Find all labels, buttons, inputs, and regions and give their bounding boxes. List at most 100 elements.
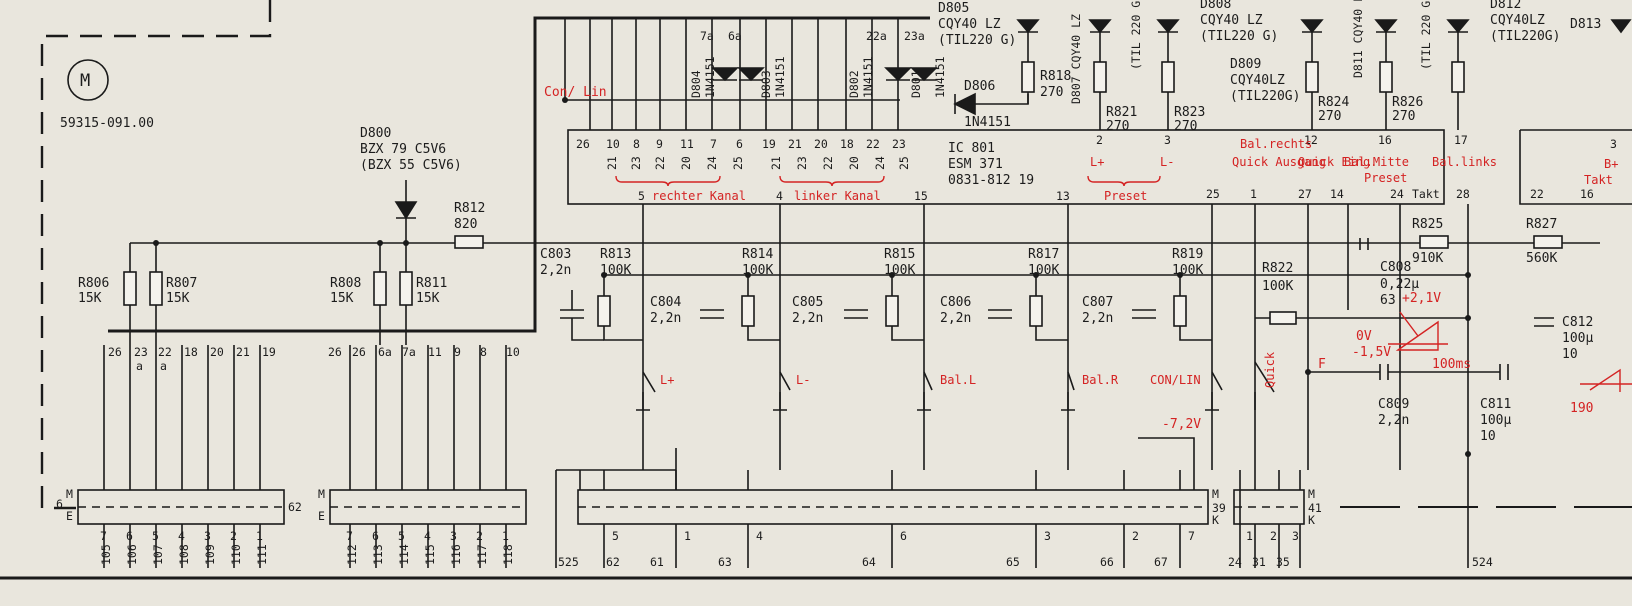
schematic-label: Bal.Mitte	[1344, 155, 1409, 169]
schematic-label: 1	[1246, 529, 1253, 543]
schematic-label: 4	[756, 529, 763, 543]
schematic-label: D809	[1230, 57, 1261, 72]
schematic-label: 19	[262, 345, 276, 359]
schematic-label: 18	[840, 137, 854, 151]
schematic-label: 190	[1570, 401, 1593, 416]
schematic-label: 24	[1390, 187, 1404, 201]
schematic-label: Preset	[1364, 171, 1407, 185]
schematic-label: 100µ	[1562, 331, 1593, 346]
schematic-label: (BZX 55 C5V6)	[360, 158, 462, 173]
schematic-label: 16	[1580, 187, 1594, 201]
schematic-label: 7	[346, 529, 353, 543]
schematic-label: 3	[1292, 529, 1299, 543]
schematic-label: 7	[1188, 529, 1195, 543]
schematic-label: 4	[776, 189, 783, 203]
schematic-label: 3	[1164, 133, 1171, 147]
schematic-label: 31	[1252, 555, 1266, 569]
schematic-label: 106	[125, 544, 139, 565]
schematic-label: E	[66, 509, 73, 523]
schematic-label: 2	[1096, 133, 1103, 147]
schematic-label: -1,5V	[1352, 345, 1391, 360]
schematic-label: 63	[1380, 293, 1396, 308]
schematic-label: D800	[360, 126, 391, 141]
schematic-label: 22	[866, 137, 880, 151]
schematic-label: 10	[606, 137, 620, 151]
schematic-label: 22	[821, 156, 835, 170]
schematic-label: 4	[424, 529, 431, 543]
schematic-label: 23	[892, 137, 906, 151]
schematic-label: 2,2n	[940, 311, 971, 326]
schematic-label: 100ms	[1432, 357, 1471, 372]
schematic-label: 117	[475, 544, 489, 565]
schematic-label: linker Kanal	[794, 189, 881, 203]
schematic-label: 22	[158, 345, 172, 359]
schematic-label: 15	[914, 189, 928, 203]
schematic-label: 2,2n	[540, 263, 571, 278]
schematic-label: 7	[100, 529, 107, 543]
motor-symbol: M 59315-091.00	[60, 59, 154, 131]
schematic-label: 109	[203, 544, 217, 565]
schematic-label: 3	[204, 529, 211, 543]
ic-inner-pins: 21 23 22 20 24 25 21 23 22 20 24 25	[605, 156, 911, 170]
schematic-label: 1N4151	[703, 56, 717, 98]
schematic-label: 25	[1206, 187, 1220, 201]
schematic-label: C803	[540, 247, 571, 262]
schematic-label: 23	[629, 156, 643, 170]
schematic-label: 23	[795, 156, 809, 170]
schematic-label: 15K	[330, 291, 354, 306]
schematic-label: M	[66, 487, 73, 501]
left-resistor-group: R806 15K R807 15K R808 15K R811 15K R812…	[78, 126, 1600, 345]
schematic-label: 8	[480, 345, 487, 359]
schematic-label: Takt	[1584, 173, 1613, 187]
schematic-label: 20	[814, 137, 828, 151]
schematic-label: R823	[1174, 105, 1205, 120]
schematic-label: 26	[328, 345, 342, 359]
schematic-label: Bal.L	[940, 373, 976, 387]
schematic-label: 118	[501, 544, 515, 565]
schematic-label: 100K	[600, 263, 631, 278]
motor-part-no: 59315-091.00	[60, 116, 154, 131]
schematic-label: K	[1308, 513, 1315, 527]
schematic-label: 66	[1100, 555, 1114, 569]
schematic-label: 22a	[866, 29, 887, 43]
schematic-label: CQY40 LZ	[1200, 13, 1263, 28]
schematic-label: 6	[736, 137, 743, 151]
schematic-label: B+	[1604, 157, 1618, 171]
schematic-label: 18	[184, 345, 198, 359]
schematic-label: 1	[1250, 187, 1257, 201]
schematic-label: R822	[1262, 261, 1293, 276]
big-connector: M 39 K 5 1 4 6 3 2 7 525 62 61 63 64 65 …	[555, 448, 1226, 569]
schematic-label: 1	[502, 529, 509, 543]
schematic-label: 24	[1228, 555, 1242, 569]
schematic-label: 10	[506, 345, 520, 359]
schematic-label: Preset	[1104, 189, 1147, 203]
schematic-label: D811 CQY40 LZ	[1351, 0, 1365, 78]
schematic-label: 11	[428, 345, 442, 359]
schematic-label: 270	[1318, 109, 1341, 124]
schematic-label: 17	[1454, 133, 1468, 147]
schematic-label: 525	[558, 555, 579, 569]
schematic-label: 111	[255, 544, 269, 565]
right-block: B+ Takt 22 16 3 R827 560K	[1519, 129, 1632, 266]
schematic-label: 820	[454, 217, 477, 232]
schematic-label: a	[160, 359, 167, 373]
schematic-label: 6a	[378, 345, 392, 359]
schematic-label: D807 CQY40 LZ	[1069, 14, 1083, 104]
thick-bus	[108, 16, 930, 333]
schematic-label: 115	[423, 544, 437, 565]
schematic-label: C808	[1380, 260, 1411, 275]
schematic-label: 105	[99, 544, 113, 565]
schematic-label: 15K	[166, 291, 190, 306]
schematic-label: C805	[792, 295, 823, 310]
schematic-label: C806	[940, 295, 971, 310]
schematic-label: 270	[1392, 109, 1415, 124]
schematic-label: 5	[398, 529, 405, 543]
schematic-label: R818	[1040, 69, 1071, 84]
schematic-label: E	[318, 509, 325, 523]
schematic-label: 2,2n	[792, 311, 823, 326]
annotations: -7,2V +2,1V 0V -1,5V 100ms 190 F	[1138, 291, 1632, 490]
schematic-label: 1	[256, 529, 263, 543]
switches: L+ L- Bal.L Bal.R CON/LIN Quick	[636, 351, 1277, 411]
schematic-label: 15K	[416, 291, 440, 306]
schematic-label: D803	[759, 70, 773, 98]
